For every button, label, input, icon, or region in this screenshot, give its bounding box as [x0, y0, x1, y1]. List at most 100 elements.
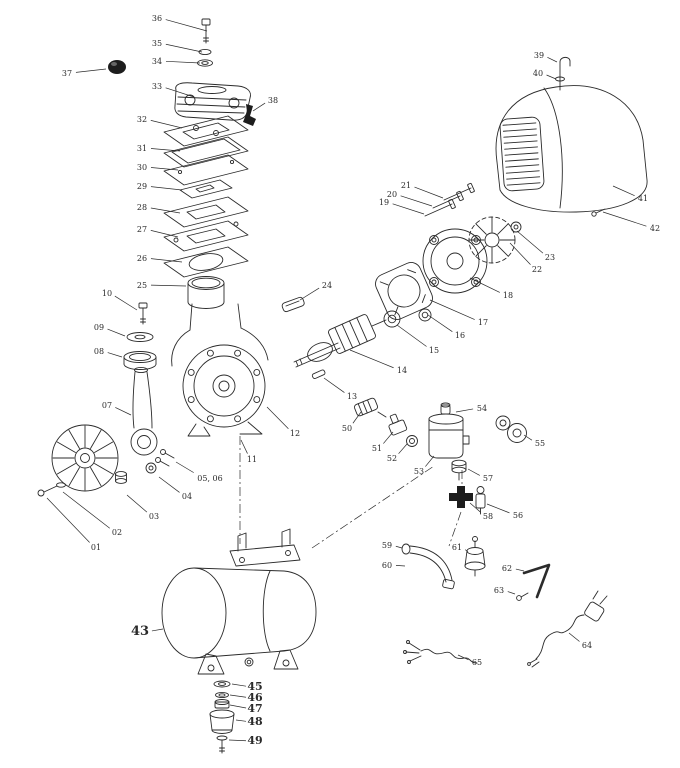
leader-line-40 — [546, 74, 557, 80]
leader-line-27 — [150, 230, 179, 238]
part-callout-05-06: 05, 06 — [197, 474, 222, 483]
leader-line-20 — [400, 195, 433, 207]
leader-line-46 — [229, 694, 247, 698]
leader-line-56 — [486, 503, 510, 514]
cooling-fan — [468, 216, 522, 264]
outlet-elbow-fitting — [243, 104, 256, 126]
leader-line-63 — [507, 591, 516, 595]
part-callout-13: 13 — [347, 392, 357, 401]
leader-line-35 — [165, 43, 203, 53]
part-callout-31: 31 — [137, 144, 147, 153]
foot-mount-stack — [209, 680, 235, 754]
part-callout-56: 56 — [513, 511, 523, 520]
part-callout-36: 36 — [152, 14, 162, 23]
part-callout-34: 34 — [152, 57, 162, 66]
cylinder-head — [174, 82, 251, 121]
pump-crankcase — [171, 303, 269, 437]
part-callout-45: 45 — [247, 680, 262, 693]
part-callout-43: 43 — [131, 624, 149, 639]
part-callout-24: 24 — [322, 281, 332, 290]
leader-line-19 — [392, 203, 425, 215]
leader-line-08 — [107, 352, 123, 358]
intake-cap — [108, 60, 126, 74]
leader-line-41 — [612, 185, 635, 196]
part-callout-26: 26 — [137, 254, 147, 263]
leader-line-12 — [266, 406, 289, 429]
part-callout-07: 07 — [102, 401, 112, 410]
part-callout-16: 16 — [455, 331, 465, 340]
leader-line-29 — [150, 186, 183, 191]
part-callout-02: 02 — [112, 528, 122, 537]
part-callout-38: 38 — [268, 96, 278, 105]
part-callout-35: 35 — [152, 39, 162, 48]
part-callout-33: 33 — [152, 82, 162, 91]
part-callout-48: 48 — [247, 715, 263, 728]
leader-line-22 — [509, 242, 531, 265]
leader-line-61 — [464, 549, 469, 553]
part-callout-03: 03 — [149, 512, 159, 521]
leader-line-57 — [467, 468, 480, 476]
flywheel-fan — [37, 424, 157, 497]
part-callout-17: 17 — [478, 318, 488, 327]
leader-line-38 — [252, 102, 266, 112]
part-callout-14: 14 — [397, 366, 407, 375]
part-callout-29: 29 — [137, 182, 147, 191]
part-callout-32: 32 — [137, 115, 147, 124]
part-callout-08: 08 — [94, 347, 104, 356]
part-callout-55: 55 — [535, 439, 545, 448]
handle-wire — [516, 563, 551, 601]
part-callout-57: 57 — [483, 474, 493, 483]
part-callout-22: 22 — [532, 265, 542, 274]
part-callout-63: 63 — [494, 586, 504, 595]
part-callout-11: 11 — [247, 455, 257, 464]
part-callout-39: 39 — [534, 51, 544, 60]
leader-line-05-06 — [175, 461, 194, 473]
leader-line-02 — [62, 491, 110, 529]
leader-line-43 — [151, 628, 164, 632]
part-callout-30: 30 — [137, 163, 147, 172]
rotor-assembly — [328, 310, 401, 354]
leader-line-42 — [602, 211, 647, 227]
head-bolt-stack — [197, 18, 213, 67]
pressure-switch — [428, 402, 470, 459]
leader-line-50 — [352, 411, 362, 424]
leader-line-15 — [396, 324, 427, 347]
leader-line-55 — [523, 434, 533, 441]
tank-fittings — [449, 459, 486, 515]
unloader-valve — [464, 536, 486, 577]
stator — [375, 262, 433, 322]
part-callout-12: 12 — [290, 429, 300, 438]
leader-line-24 — [299, 287, 320, 301]
leader-line-04 — [158, 476, 180, 493]
leader-line-59 — [395, 545, 403, 549]
shaft-key — [311, 369, 326, 379]
leader-line-60 — [395, 565, 406, 567]
part-callout-54: 54 — [477, 404, 487, 413]
valve-plate-stack — [163, 115, 249, 278]
check-valve — [281, 296, 305, 313]
leader-line-03 — [126, 494, 148, 513]
leader-line-64 — [568, 632, 580, 642]
leader-line-17 — [429, 299, 475, 320]
leader-line-32 — [150, 120, 183, 129]
part-callout-40: 40 — [533, 69, 543, 78]
leader-line-47 — [229, 704, 247, 709]
leader-line-62 — [515, 568, 525, 572]
leader-line-11 — [240, 439, 248, 454]
leader-line-18 — [469, 277, 500, 293]
leader-line-21 — [414, 186, 444, 199]
part-callout-51: 51 — [372, 444, 382, 453]
part-callout-09: 09 — [94, 323, 104, 332]
part-callout-19: 19 — [379, 198, 389, 207]
part-callout-47: 47 — [247, 702, 262, 715]
part-callout-10: 10 — [102, 289, 112, 298]
part-callout-20: 20 — [387, 190, 397, 199]
part-callout-04: 04 — [182, 492, 192, 501]
leader-line-54 — [455, 408, 474, 413]
motor-end-cover — [422, 228, 488, 294]
motor-lead-cord — [403, 640, 478, 664]
leader-line-33 — [165, 87, 195, 98]
part-callout-21: 21 — [401, 181, 411, 190]
